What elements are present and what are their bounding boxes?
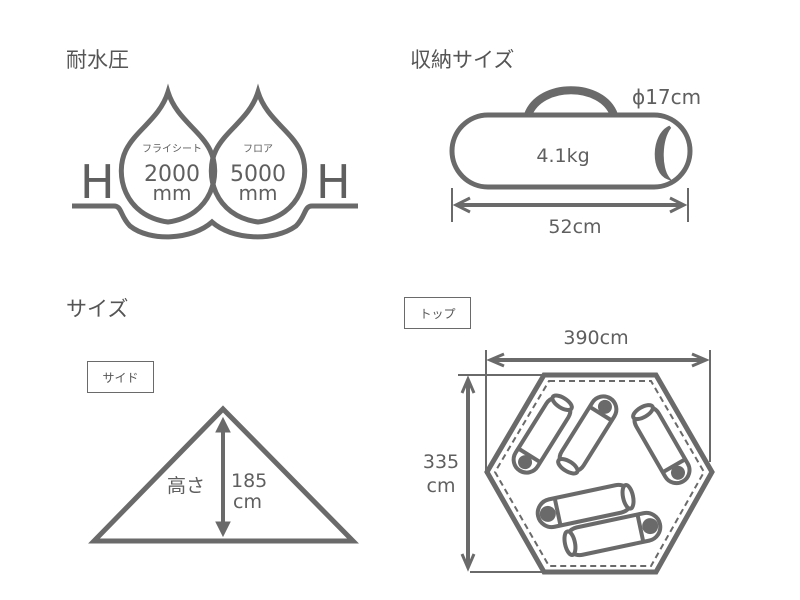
sleeping-bag-icon bbox=[562, 510, 663, 558]
top-view-tag: トップ bbox=[404, 297, 471, 329]
sleeping-bag-icon bbox=[511, 393, 574, 475]
tent-triangle bbox=[88, 405, 359, 544]
tent-floor-hexagon bbox=[484, 372, 715, 575]
drop-floor-icon bbox=[208, 83, 308, 225]
storage-bag-icon bbox=[449, 86, 693, 222]
side-view-graphic bbox=[88, 405, 359, 544]
bag-weight: 4.1kg bbox=[536, 145, 589, 167]
ground-line bbox=[72, 203, 358, 240]
bag-length: 52cm bbox=[548, 216, 601, 238]
drop-flysheet-icon bbox=[118, 83, 218, 225]
floor-label: フロア bbox=[243, 144, 273, 155]
letter-h-left: H bbox=[80, 155, 115, 209]
side-view-tag: サイド bbox=[87, 361, 154, 393]
water-pressure-title: 耐水圧 bbox=[66, 48, 129, 72]
height-value: 185 bbox=[231, 470, 267, 492]
flysheet-unit: mm bbox=[153, 181, 192, 205]
height-label: 高さ bbox=[167, 475, 205, 497]
bag-diameter: ϕ17cm bbox=[632, 85, 701, 109]
bag-body bbox=[449, 112, 693, 190]
flysheet-label: フライシート bbox=[142, 143, 202, 155]
storage-size-title: 収納サイズ bbox=[410, 48, 515, 72]
letter-h-right: H bbox=[316, 155, 351, 209]
tent-floor-inner-dashed bbox=[493, 380, 706, 567]
flysheet-value: 2000 bbox=[144, 162, 200, 187]
height-unit: cm bbox=[233, 491, 262, 513]
sleeping-bag-icon bbox=[631, 403, 692, 486]
size-title: サイズ bbox=[66, 297, 129, 321]
bag-handle-icon bbox=[524, 86, 618, 117]
floor-unit: mm bbox=[239, 181, 278, 205]
top-width: 390cm bbox=[563, 327, 628, 349]
top-view-graphic bbox=[458, 350, 715, 575]
top-depth-unit: cm bbox=[427, 475, 456, 497]
water-pressure-graphic bbox=[72, 83, 358, 240]
bag-end-icon bbox=[654, 125, 673, 182]
top-depth-value: 335 bbox=[423, 451, 459, 473]
sleeping-bag-icon bbox=[556, 394, 619, 476]
floor-value: 5000 bbox=[230, 162, 286, 187]
sleeping-bag-icon bbox=[535, 482, 636, 530]
